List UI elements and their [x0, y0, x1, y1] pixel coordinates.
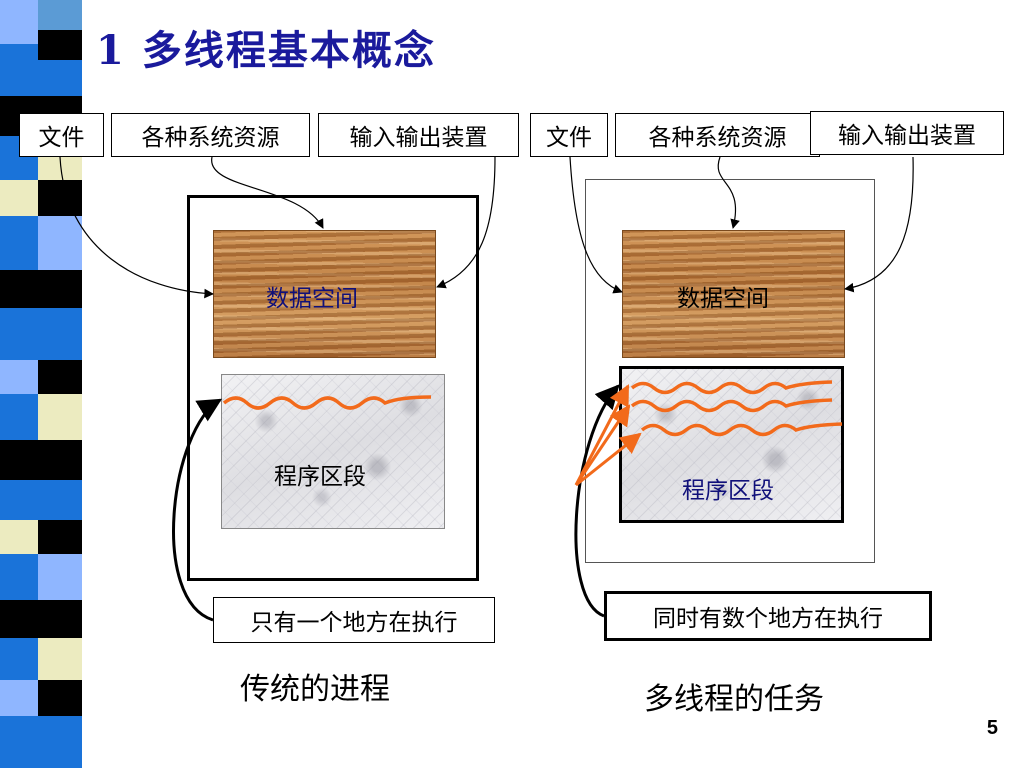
- left-data-space-box: 数据空间: [213, 230, 436, 358]
- left-program-segment-label: 程序区段: [274, 464, 366, 490]
- left-exec-arrow: [172, 398, 223, 622]
- sidebar-block: [38, 0, 82, 30]
- right-resources-label: 各种系统资源: [615, 113, 820, 157]
- left-thread-wave: [222, 395, 432, 410]
- right-io-arrow: [844, 156, 914, 293]
- sidebar-block: [0, 520, 38, 554]
- sidebar-block: [38, 216, 82, 270]
- sidebar-block: [0, 0, 38, 44]
- right-program-segment-label: 程序区段: [682, 478, 774, 504]
- left-resources-arrow: [211, 156, 324, 229]
- sidebar-block: [38, 638, 82, 680]
- left-process-frame: [187, 195, 479, 581]
- right-data-space-label: 数据空间: [677, 286, 769, 312]
- sidebar-block: [38, 480, 82, 520]
- right-thread-arrow-2: [574, 404, 631, 486]
- sidebar-block: [0, 680, 38, 716]
- right-thread-wave-3: [640, 422, 843, 437]
- left-file-arrow: [59, 156, 214, 299]
- sidebar-block: [0, 270, 38, 308]
- sidebar-block: [0, 600, 38, 638]
- left-data-space-label: 数据空间: [266, 286, 358, 312]
- page-title: 1 多线程基本概念: [96, 18, 436, 76]
- sidebar-block: [0, 360, 38, 394]
- right-resources-arrow: [717, 156, 740, 229]
- sidebar-block: [38, 394, 82, 440]
- left-io-arrow: [436, 156, 496, 289]
- right-data-space-box: 数据空间: [622, 230, 845, 358]
- right-file-arrow: [569, 156, 623, 294]
- sidebar-block: [38, 716, 82, 768]
- left-file-label: 文件: [19, 113, 104, 157]
- right-caption: 多线程的任务: [644, 682, 824, 717]
- sidebar-block: [38, 60, 82, 96]
- right-execution-note: 同时有数个地方在执行: [604, 591, 932, 641]
- left-resources-label: 各种系统资源: [111, 113, 310, 157]
- right-thread-wave-1: [630, 380, 833, 395]
- right-file-label: 文件: [530, 113, 608, 157]
- right-program-segment-box: 程序区段: [619, 366, 844, 523]
- sidebar-block: [38, 554, 82, 600]
- sidebar-block: [0, 440, 38, 480]
- right-thread-arrow-3: [575, 432, 642, 487]
- left-caption: 传统的进程: [240, 672, 390, 707]
- sidebar-block: [0, 180, 38, 216]
- right-task-frame: [585, 179, 875, 563]
- page-number: 5: [986, 717, 998, 739]
- title-text: 多线程基本概念: [141, 27, 436, 74]
- right-exec-arrow: [574, 384, 620, 618]
- title-number: 1: [96, 27, 126, 74]
- right-thread-wave-2: [630, 398, 833, 413]
- right-io-label: 输入输出装置: [810, 111, 1004, 155]
- right-thread-arrow-1: [574, 384, 630, 486]
- left-io-label: 输入输出装置: [318, 113, 519, 157]
- sidebar-block: [38, 308, 82, 360]
- left-execution-note: 只有一个地方在执行: [213, 597, 495, 643]
